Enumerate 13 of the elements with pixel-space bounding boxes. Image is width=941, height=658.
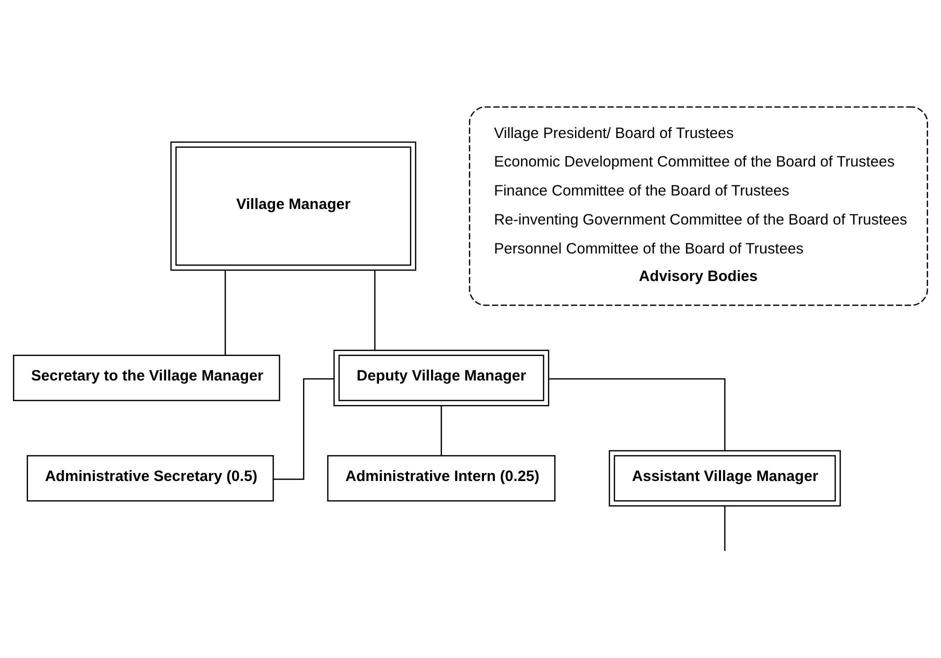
connector [273, 378, 334, 480]
node-box: Village President/ Board of Trustees Economic Development Committee of the Board of Trustees Finance Committee of the Board of Trustees Re-inventing Government Committee of the Board of Trustees Personnel Committee of the Board of Trustees Advisory Bodies [468, 106, 928, 306]
connector [548, 378, 726, 450]
node-box: Village Manager [170, 141, 416, 270]
node-box: Administrative Secretary (0.5) [26, 454, 274, 502]
connector [374, 270, 376, 350]
node-box: Assistant Village Manager [608, 450, 841, 506]
connector [224, 270, 226, 355]
connector [440, 405, 442, 456]
node-box: Secretary to the Village Manager [12, 354, 280, 401]
node-box: Administrative Intern (0.25) [327, 454, 556, 502]
connector [724, 506, 726, 550]
node-box: Deputy Village Manager [333, 349, 550, 406]
